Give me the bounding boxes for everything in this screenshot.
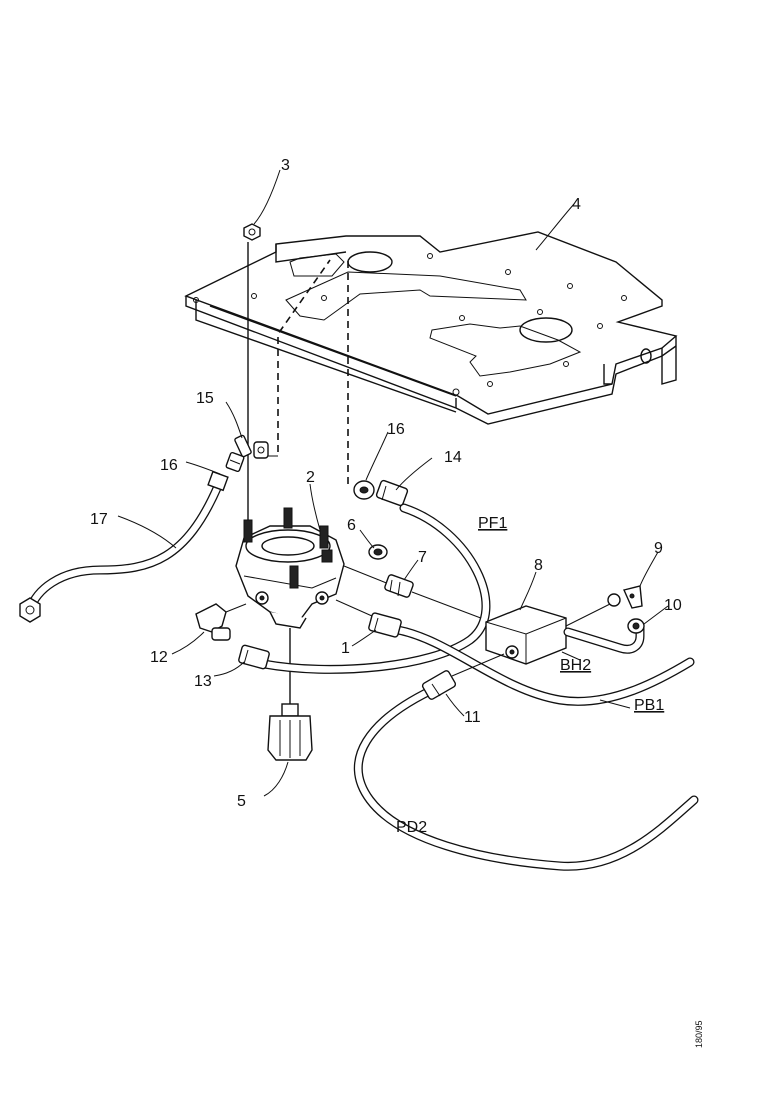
callout-13: 13	[194, 673, 212, 690]
callout-labels: 3 4 15 16 17 2 6 7 8 14 16 9 10 1 12 13 …	[90, 157, 682, 810]
line-code-pb1: PB1	[634, 697, 664, 714]
tube-pd2	[353, 685, 699, 871]
callout-9: 9	[654, 540, 663, 557]
fitting-10	[627, 618, 645, 634]
fitting-16-right	[353, 480, 375, 500]
callout-10: 10	[664, 597, 682, 614]
fitting-16-left	[225, 451, 245, 473]
callout-4: 4	[572, 196, 581, 213]
nut-3	[243, 223, 261, 520]
fitting-6	[368, 544, 388, 560]
fitting-11	[421, 653, 505, 700]
callout-16-right: 16	[387, 421, 405, 438]
callout-2: 2	[306, 469, 315, 486]
projection-line-a	[277, 259, 331, 452]
callout-5: 5	[237, 793, 246, 810]
fitting-15	[234, 434, 269, 459]
line-code-pd2: PD2	[396, 819, 427, 836]
fitting-1	[335, 599, 402, 638]
hose-17	[19, 470, 229, 623]
callout-17: 17	[90, 511, 108, 528]
callout-6: 6	[347, 517, 356, 534]
fitting-9	[607, 585, 643, 609]
callout-8: 8	[534, 557, 543, 574]
callout-14: 14	[444, 449, 462, 466]
block-8	[485, 603, 611, 665]
callout-1: 1	[341, 640, 350, 657]
callout-16-left: 16	[160, 457, 178, 474]
fitting-12	[195, 603, 247, 641]
cap-5	[267, 703, 313, 761]
callout-12: 12	[150, 649, 168, 666]
line-code-labels: PF1 BH2 PB1 PD2	[396, 515, 664, 836]
line-code-pf1: PF1	[478, 515, 507, 532]
fitting-13	[238, 644, 270, 670]
callout-7: 7	[418, 549, 427, 566]
tube-pf1	[259, 503, 491, 674]
fitting-7	[384, 574, 487, 621]
valve-2	[235, 507, 345, 712]
drawing-reference-code: 180/95	[694, 1020, 704, 1048]
callout-11: 11	[464, 709, 481, 726]
mounting-plate	[184, 231, 678, 425]
line-code-bh2: BH2	[560, 657, 591, 674]
tube-bh2	[563, 621, 645, 654]
tube-pb1	[393, 625, 695, 706]
callout-15: 15	[196, 390, 214, 407]
leader-lines	[117, 169, 669, 797]
fitting-14	[375, 479, 409, 507]
callout-3: 3	[281, 157, 290, 174]
